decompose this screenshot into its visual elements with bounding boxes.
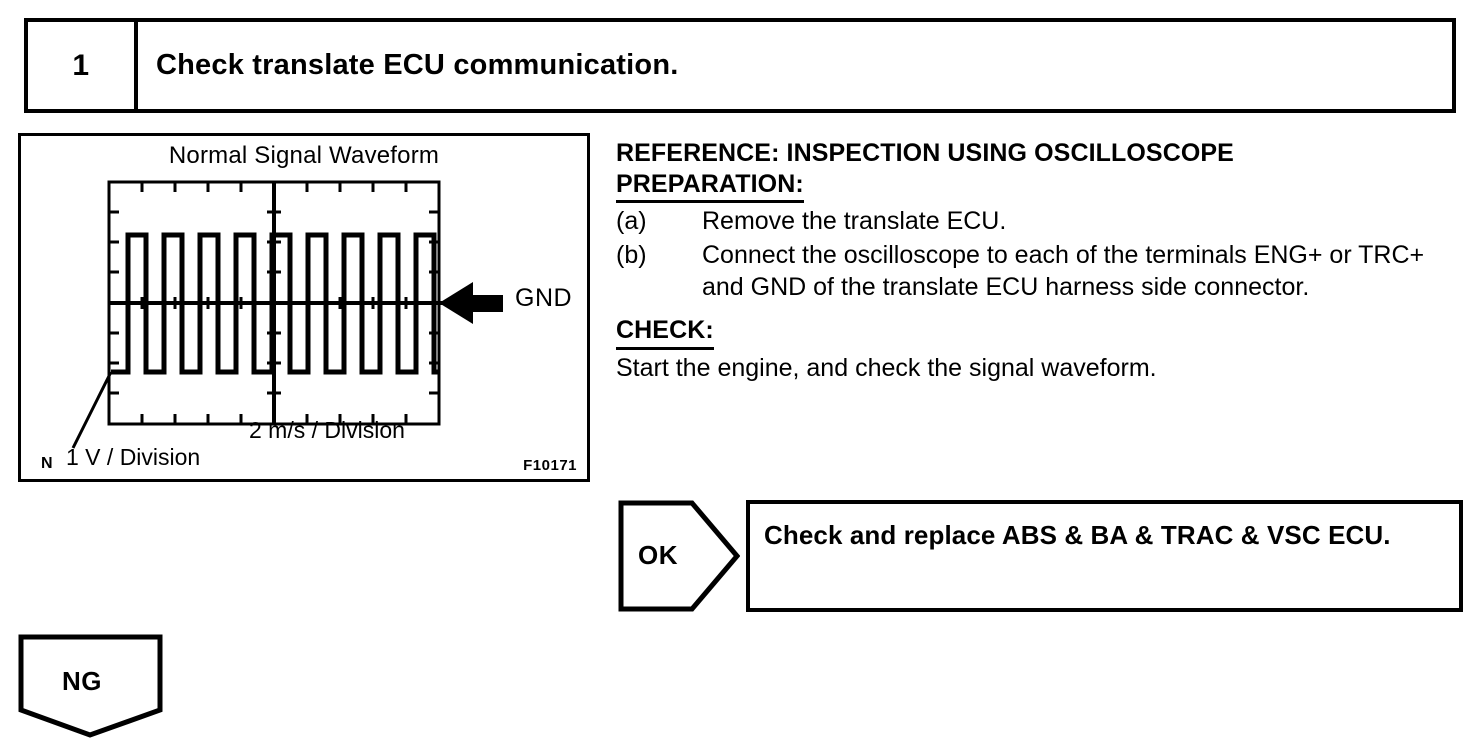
figure-title: Normal Signal Waveform bbox=[168, 142, 440, 169]
reference-heading: REFERENCE: INSPECTION USING OSCILLOSCOPE bbox=[616, 139, 1234, 167]
check-text: Start the engine, and check the signal w… bbox=[616, 353, 1157, 382]
figure-corner-mark: N bbox=[41, 455, 53, 472]
step-title-cell: Check translate ECU communication. bbox=[138, 22, 1452, 109]
preparation-heading: PREPARATION: bbox=[616, 169, 804, 203]
horizontal-scale-label: 2 m/s / Division bbox=[249, 417, 405, 443]
preparation-step-b: (b) Connect the oscilloscope to each of … bbox=[616, 239, 1466, 303]
x-axis-ticks-bottom bbox=[140, 414, 408, 424]
step-marker: (b) bbox=[616, 241, 647, 269]
gnd-arrow-icon bbox=[439, 282, 503, 324]
figure-code: F10171 bbox=[523, 457, 577, 474]
check-heading-wrap: CHECK: bbox=[616, 315, 1466, 350]
y-axis-ticks-left bbox=[109, 210, 119, 395]
step-text: Connect the oscilloscope to each of the … bbox=[702, 241, 1425, 301]
ok-label: OK bbox=[638, 540, 678, 570]
reference-instructions: REFERENCE: INSPECTION USING OSCILLOSCOPE… bbox=[616, 138, 1466, 384]
step-number: 1 bbox=[72, 48, 90, 82]
preparation-step-a: (a) Remove the translate ECU. bbox=[616, 205, 1466, 237]
check-section: CHECK: Start the engine, and check the s… bbox=[616, 315, 1466, 384]
vertical-scale-label: 1 V / Division bbox=[66, 444, 201, 470]
preparation-heading-wrap: PREPARATION: bbox=[616, 169, 1466, 203]
ng-label: NG bbox=[62, 666, 102, 696]
step-text: Remove the translate ECU. bbox=[702, 207, 1007, 235]
step-header-box: 1 Check translate ECU communication. bbox=[24, 18, 1456, 113]
check-heading: CHECK: bbox=[616, 315, 714, 350]
step-title: Check translate ECU communication. bbox=[156, 49, 679, 81]
waveform-chart bbox=[71, 180, 503, 449]
x-axis-ticks-top bbox=[140, 182, 408, 192]
ok-arrow-shape bbox=[618, 500, 740, 612]
ok-result-box: Check and replace ABS & BA & TRAC & VSC … bbox=[746, 500, 1463, 612]
volt-division-leader-line bbox=[71, 371, 113, 449]
signal-waveform-trace bbox=[111, 232, 439, 375]
ng-branch: NG bbox=[18, 634, 163, 738]
step-number-cell: 1 bbox=[28, 22, 138, 109]
oscilloscope-figure-panel: Normal Signal Waveform bbox=[18, 133, 590, 482]
ng-pentagon-shape bbox=[18, 634, 163, 738]
ok-result-text: Check and replace ABS & BA & TRAC & VSC … bbox=[764, 520, 1391, 550]
gnd-label: GND bbox=[515, 284, 573, 312]
step-marker: (a) bbox=[616, 207, 647, 235]
ok-branch: OK Check and replace ABS & BA & TRAC & V… bbox=[618, 500, 1463, 612]
